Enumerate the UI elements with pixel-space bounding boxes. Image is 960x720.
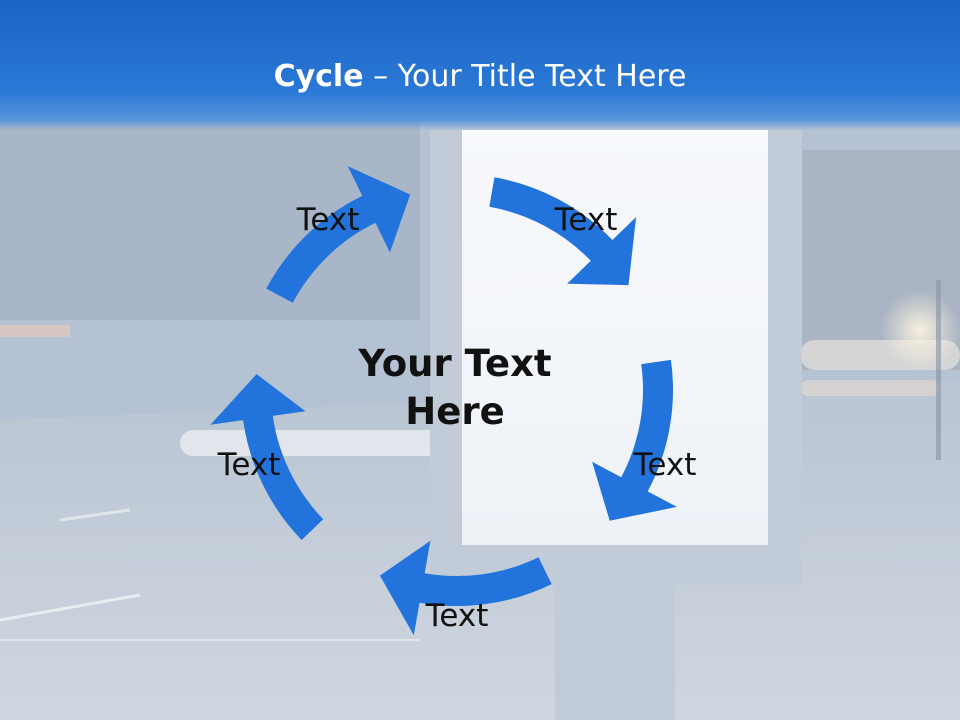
cycle-arrow-5 — [266, 166, 411, 303]
cycle-arrow-2 — [592, 359, 677, 521]
center-text: Your Text Here — [358, 342, 552, 433]
slide-title: Cycle – Your Title Text Here — [0, 57, 960, 97]
cycle-arrow-1 — [489, 177, 637, 286]
cycle-node-label-4: Text — [425, 598, 489, 634]
title-bar — [0, 0, 960, 130]
cycle-node-label-1: Text — [296, 202, 360, 238]
cycle-node-label-5: Text — [217, 447, 281, 483]
title-strong: Cycle — [273, 59, 364, 94]
cycle-arrow-4 — [210, 374, 324, 540]
cycle-node-label-2: Text — [554, 202, 618, 238]
title-rest: – Your Title Text Here — [363, 59, 687, 94]
cycle-arrow-3 — [379, 540, 552, 636]
cycle-node-label-3: Text — [633, 447, 697, 483]
